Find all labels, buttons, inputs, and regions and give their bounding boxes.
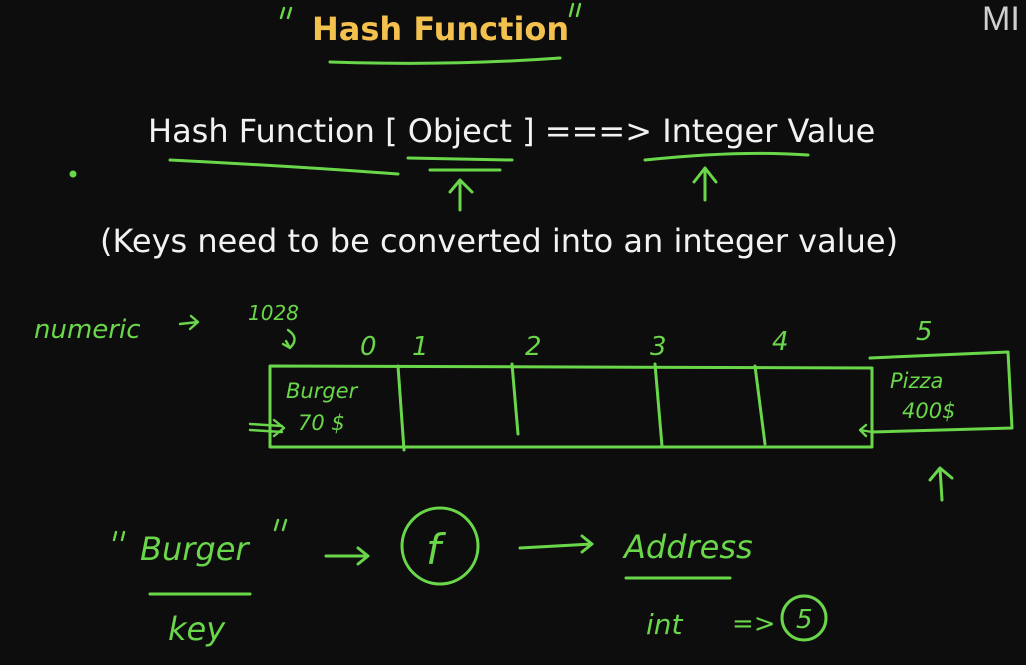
index-1: 1 — [412, 332, 429, 362]
title-quote-right — [568, 2, 582, 18]
arrow-up-integer — [692, 166, 718, 202]
index-5: 5 — [916, 317, 933, 347]
index-4: 4 — [772, 327, 789, 357]
cell-0-line-1: Burger — [286, 379, 359, 403]
int-value-circle — [780, 594, 828, 642]
key-quote-right — [273, 518, 288, 532]
underline-integer-value — [643, 151, 810, 162]
overflow-arrow — [858, 423, 874, 438]
overflow-line-2: 400$ — [902, 399, 955, 423]
arrow-key-to-f — [324, 546, 370, 566]
int-value: 5 — [796, 605, 813, 635]
function-symbol: f — [426, 525, 447, 574]
underline-object — [406, 156, 514, 172]
divider-4 — [753, 364, 767, 446]
overflow-box — [868, 350, 1014, 434]
divider-2 — [510, 362, 520, 436]
slide-title: Hash Function — [312, 10, 570, 48]
corner-text: MI — [982, 0, 1020, 38]
function-circle — [400, 506, 480, 586]
divider-1 — [396, 364, 406, 452]
formula-result: Integer Value — [662, 112, 876, 150]
overflow-line-1: Pizza — [890, 369, 943, 393]
address-label: Address — [622, 528, 753, 566]
formula-object: Object — [407, 112, 512, 150]
int-arrow: => — [732, 609, 776, 639]
key-quote-left — [112, 530, 126, 542]
hash-formula: Hash Function [ Object ] ===> Integer Va… — [148, 112, 875, 150]
key-string: Burger — [140, 530, 250, 568]
title-quote-left — [279, 6, 293, 20]
subtitle: (Keys need to be converted into an integ… — [100, 222, 899, 260]
cell-0-line-2: 70 $ — [298, 411, 345, 435]
index-0: 0 — [360, 332, 377, 362]
int-label: int — [646, 608, 684, 641]
number-1028: 1028 — [248, 301, 299, 325]
cell-0-arrow — [248, 418, 286, 438]
arrow-up-overflow — [928, 466, 954, 502]
index-3: 3 — [650, 332, 667, 362]
arrow-f-to-address — [518, 534, 594, 554]
bullet-dot — [69, 170, 77, 178]
key-label: key — [168, 610, 226, 648]
array-box — [268, 364, 874, 449]
numeric-arrow — [178, 314, 200, 331]
arrow-up-object — [448, 178, 474, 212]
underline-hash-function — [168, 158, 400, 176]
numeric-label: numeric — [34, 315, 141, 345]
formula-part-1: Hash Function [ — [148, 112, 408, 150]
curved-arrow-1028 — [281, 328, 296, 350]
formula-part-2: ] ===> — [511, 112, 663, 150]
index-2: 2 — [525, 332, 542, 362]
divider-3 — [653, 362, 664, 448]
title-underline — [328, 56, 562, 65]
